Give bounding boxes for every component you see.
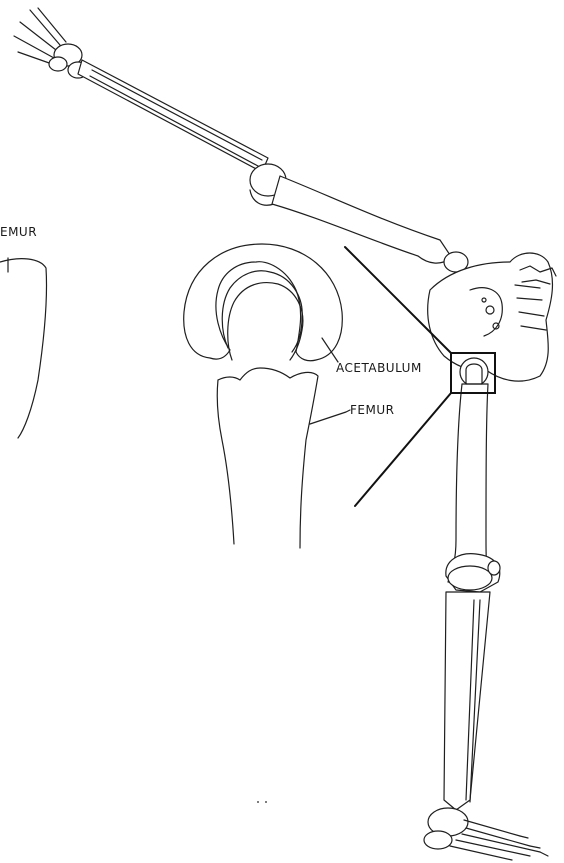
pelvis-bones — [428, 253, 553, 381]
femur-label-cropped: EMUR — [0, 225, 37, 239]
femur-label: FEMUR — [350, 403, 394, 417]
foot-bones — [424, 808, 548, 860]
lower-leg-bones — [444, 592, 490, 810]
hip-joint-enlarged — [184, 244, 343, 548]
femur-leader-line — [310, 410, 350, 424]
stray-dot — [265, 801, 267, 803]
hand-bones — [14, 8, 88, 78]
acetabulum-label: ACETABULUM — [336, 361, 422, 375]
stray-dot — [257, 801, 259, 803]
cropped-femur-sketch — [0, 258, 47, 438]
forearm-bones — [78, 60, 268, 172]
acetabulum-leader-line — [322, 338, 338, 362]
humerus-bone — [272, 176, 468, 272]
